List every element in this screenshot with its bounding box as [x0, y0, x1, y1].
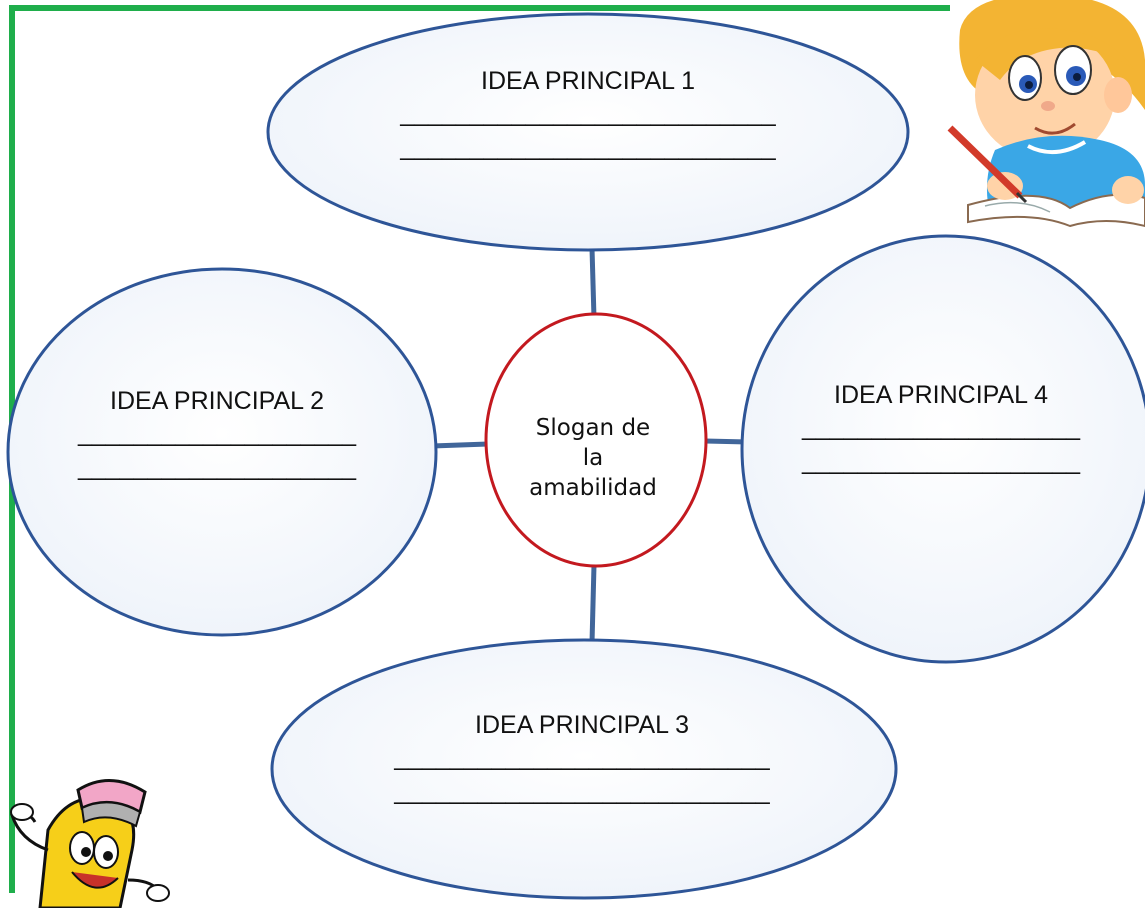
idea-3-title: IDEA PRINCIPAL 3	[475, 711, 689, 739]
center-slogan-line-3: amabilidad	[529, 475, 657, 501]
pencil-mascot-illustration	[10, 779, 170, 908]
idea-2-blank-line-1: ____________________	[77, 419, 357, 447]
idea-ellipse-4	[740, 234, 1145, 664]
idea-1-text: IDEA PRINCIPAL 1 _______________________…	[368, 66, 808, 164]
center-slogan-line-2: la	[582, 445, 604, 471]
green-frame	[9, 5, 950, 893]
idea-ellipse-3	[270, 638, 898, 900]
boy-writing-illustration	[947, 0, 1145, 228]
idea-2-text: IDEA PRINCIPAL 2 ____________________ __…	[52, 386, 382, 484]
idea-ellipse-2	[6, 267, 438, 637]
idea-4-title: IDEA PRINCIPAL 4	[834, 381, 1048, 409]
idea-1-blank-line-2: ___________________________	[400, 133, 776, 161]
idea-1-blank-line-1: ___________________________	[400, 99, 776, 127]
idea-4-blank-line-1: ____________________	[801, 413, 1081, 441]
idea-2-blank-line-2: ____________________	[77, 453, 357, 481]
idea-1-title: IDEA PRINCIPAL 1	[481, 67, 695, 95]
idea-2-title: IDEA PRINCIPAL 2	[110, 387, 324, 415]
idea-3-blank-line-1: ___________________________	[394, 743, 770, 771]
idea-4-blank-line-2: ____________________	[801, 447, 1081, 475]
connector-bottom	[589, 564, 597, 644]
idea-4-text: IDEA PRINCIPAL 4 ____________________ __…	[776, 380, 1106, 478]
center-slogan: Slogan de la amabilidad	[503, 413, 683, 503]
center-slogan-line-1: Slogan de	[535, 415, 651, 441]
idea-ellipse-1	[266, 12, 910, 252]
idea-3-text: IDEA PRINCIPAL 3 _______________________…	[362, 710, 802, 808]
center-ellipse	[484, 312, 708, 568]
connector-left	[431, 441, 489, 449]
connector-top	[589, 247, 597, 319]
idea-3-blank-line-2: ___________________________	[394, 777, 770, 805]
